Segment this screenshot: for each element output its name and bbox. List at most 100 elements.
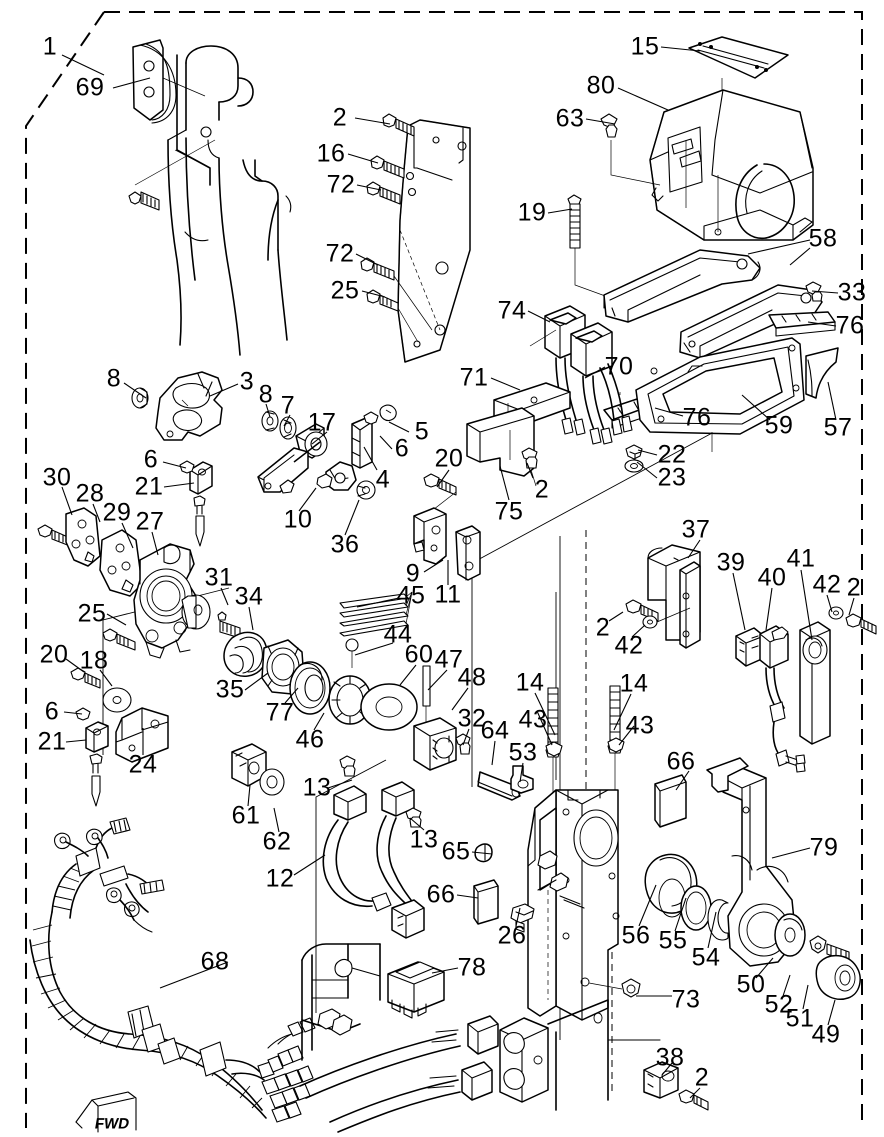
leader-line (106, 613, 127, 626)
part-62-washer (259, 768, 285, 796)
leader-line (423, 559, 444, 573)
leader-line (687, 539, 701, 559)
leader-line (347, 153, 379, 164)
part-callout-61: 61 (231, 801, 261, 830)
part-callout-66: 66 (666, 747, 696, 776)
part-callout-73: 73 (671, 985, 701, 1014)
part-callout-66: 66 (426, 880, 456, 909)
leader-line (220, 587, 229, 606)
leader-line (636, 461, 658, 479)
bolt-13b (405, 807, 422, 828)
nut-22 (625, 444, 643, 461)
leader-line (436, 469, 450, 488)
part-callout-46: 46 (295, 725, 325, 754)
leader-line (209, 383, 239, 397)
part-callout-22: 22 (657, 440, 687, 469)
bolt-14b (607, 685, 623, 795)
washer-23 (624, 459, 644, 473)
part-callout-79: 79 (809, 833, 839, 862)
part-66-pad-right (654, 774, 687, 828)
part-53-knob (510, 765, 534, 794)
part-37-housing (647, 544, 701, 649)
bolt-2-top (382, 113, 415, 137)
part-callout-37: 37 (681, 515, 711, 544)
part-61-connector (231, 743, 267, 787)
part-66-pad-left (473, 879, 499, 925)
part-callout-29: 29 (102, 498, 132, 527)
washer-42b (828, 606, 844, 620)
part-callout-68: 68 (200, 947, 230, 976)
leader-line (471, 851, 493, 855)
leader-line (613, 693, 632, 731)
bolt-63 (600, 113, 661, 186)
leader-line (123, 382, 147, 399)
leader-line (536, 710, 553, 746)
leader-line (361, 290, 386, 298)
leader-line (491, 740, 496, 766)
leader-line (618, 725, 635, 746)
leader-lines (61, 46, 855, 1099)
part-45-shims (339, 591, 413, 637)
part-12-lead-left (322, 785, 392, 912)
leader-line (427, 669, 448, 691)
leader-line (363, 446, 378, 471)
part-74-switches (529, 305, 633, 445)
leader-line (707, 911, 717, 949)
leader-line (827, 999, 836, 1026)
bolt-43a (545, 741, 563, 757)
leader-line (456, 894, 479, 899)
leader-line (661, 1062, 673, 1076)
part-15-trim-plate (688, 36, 789, 146)
leader-line (65, 739, 87, 743)
leader-line (732, 572, 746, 631)
leader-line (827, 381, 837, 421)
leader-line (741, 394, 771, 421)
part-callout-70: 70 (604, 352, 634, 381)
part-callout-20: 20 (434, 444, 464, 473)
part-callout-42: 42 (614, 631, 644, 660)
bolt-43b (607, 737, 625, 753)
diagram-border (25, 11, 863, 1128)
part-callout-53: 53 (508, 738, 538, 767)
leader-line (273, 807, 280, 833)
bolt-16 (370, 155, 405, 179)
leader-line (284, 687, 299, 704)
leader-line (608, 611, 624, 622)
leader-line (811, 290, 839, 294)
leader-line (61, 486, 73, 516)
leader-line (526, 462, 534, 479)
bushing-8b (261, 410, 279, 432)
leader-line (431, 967, 459, 974)
leader-line (747, 239, 811, 255)
washer-36 (356, 480, 376, 500)
leader-line (313, 712, 325, 731)
leader-line (585, 118, 616, 125)
part-callout-78: 78 (457, 953, 487, 982)
leader-line (63, 711, 83, 715)
leader-line (771, 847, 811, 859)
part-callout-18: 18 (79, 646, 109, 675)
harness-terminals (257, 1045, 314, 1123)
leader-line (248, 606, 254, 631)
part-callout-41: 41 (786, 544, 816, 573)
part-callout-13: 13 (302, 773, 332, 802)
leader-line (800, 569, 813, 641)
part-callout-40: 40 (757, 563, 787, 592)
part-80-top-cover (649, 89, 814, 241)
part-callout-60: 60 (404, 640, 434, 669)
part-3-bracket (155, 371, 223, 441)
leader-line (782, 974, 791, 997)
part-callout-5: 5 (414, 417, 430, 446)
part-55-ring (680, 885, 712, 931)
part-callout-56: 56 (621, 921, 651, 950)
part-callout-6: 6 (394, 434, 410, 463)
part-callout-2: 2 (332, 103, 348, 132)
part-callout-42: 42 (812, 570, 842, 599)
part-callout-15: 15 (630, 32, 660, 61)
leader-line (765, 587, 773, 631)
part-callout-32: 32 (457, 704, 487, 733)
part-callout-57: 57 (823, 413, 853, 442)
leader-line (631, 624, 646, 638)
part-callout-2: 2 (595, 613, 611, 642)
